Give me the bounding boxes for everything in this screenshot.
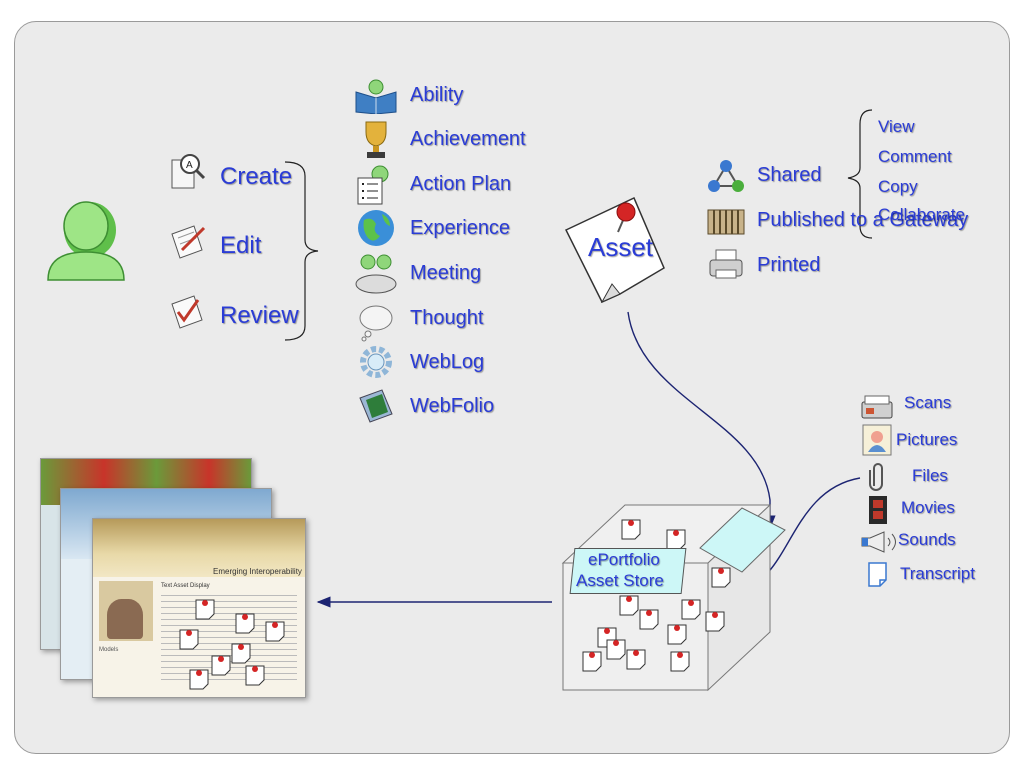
asset-to-store-line bbox=[627, 311, 776, 530]
webfolio-preview-heading: Text Asset Display bbox=[161, 583, 210, 589]
edit-action[interactable]: Edit bbox=[220, 232, 262, 259]
printer-icon bbox=[709, 249, 743, 279]
user-icon bbox=[47, 201, 125, 281]
asset-type-weblog[interactable]: WebLog bbox=[410, 351, 485, 373]
edit-icon bbox=[171, 225, 206, 259]
asset-label: Asset bbox=[588, 232, 654, 262]
create-action[interactable]: Create bbox=[220, 163, 293, 190]
input-scans[interactable]: Scans bbox=[904, 393, 952, 412]
gateway-icon bbox=[707, 209, 745, 235]
distribution-shared[interactable]: Shared bbox=[757, 164, 822, 186]
asset-type-achievement[interactable]: Achievement bbox=[410, 128, 526, 150]
picture-icon bbox=[862, 424, 892, 456]
film-icon bbox=[869, 496, 887, 524]
megaphone-icon bbox=[861, 531, 896, 553]
asset-type-experience[interactable]: Experience bbox=[410, 217, 511, 239]
webfolio-preview-front: Emerging Interoperability Text Asset Dis… bbox=[92, 518, 306, 698]
asset-store-line1: ePortfolio bbox=[588, 550, 660, 569]
thought-icon bbox=[359, 305, 393, 342]
shared-option-comment[interactable]: Comment bbox=[878, 147, 952, 166]
asset-store-line2: Asset Store bbox=[576, 571, 664, 590]
review-action[interactable]: Review bbox=[220, 302, 299, 329]
input-transcript[interactable]: Transcript bbox=[900, 564, 975, 583]
scanner-icon bbox=[861, 395, 893, 419]
shared-option-copy[interactable]: Copy bbox=[878, 177, 918, 196]
meeting-icon bbox=[355, 254, 397, 294]
shared-brace bbox=[847, 109, 873, 239]
paperclip-icon bbox=[869, 463, 883, 491]
asset-type-ability[interactable]: Ability bbox=[410, 84, 464, 106]
action-plan-icon bbox=[357, 165, 389, 205]
input-files[interactable]: Files bbox=[912, 466, 948, 485]
actions-brace bbox=[284, 161, 319, 341]
input-pictures[interactable]: Pictures bbox=[896, 430, 958, 449]
input-sounds[interactable]: Sounds bbox=[898, 530, 956, 549]
trophy-icon bbox=[365, 121, 387, 158]
shared-option-view[interactable]: View bbox=[878, 117, 915, 136]
webfolio-preview-title: Emerging Interoperability bbox=[213, 567, 302, 576]
shared-option-collaborate[interactable]: Collaborate bbox=[878, 205, 965, 224]
input-movies[interactable]: Movies bbox=[901, 498, 955, 517]
review-icon bbox=[171, 295, 203, 329]
asset-type-webfolio[interactable]: WebFolio bbox=[410, 395, 495, 417]
asset-note-icon bbox=[564, 196, 665, 304]
distribution-published[interactable]: Published to a Gateway bbox=[757, 209, 969, 231]
svg-text:A: A bbox=[186, 160, 193, 171]
document-icon bbox=[868, 562, 887, 587]
asset-type-meeting[interactable]: Meeting bbox=[410, 262, 482, 284]
asset-type-action-plan[interactable]: Action Plan bbox=[410, 173, 512, 195]
webfolio-icon bbox=[359, 389, 393, 423]
distribution-printed[interactable]: Printed bbox=[757, 254, 821, 276]
shared-icon bbox=[708, 160, 744, 192]
webfolio-preview-section: Models bbox=[99, 647, 119, 653]
create-icon: A bbox=[171, 154, 206, 189]
asset-type-thought[interactable]: Thought bbox=[410, 307, 484, 329]
gear-icon bbox=[360, 346, 392, 378]
ability-icon bbox=[355, 79, 397, 114]
globe-icon bbox=[358, 210, 394, 246]
